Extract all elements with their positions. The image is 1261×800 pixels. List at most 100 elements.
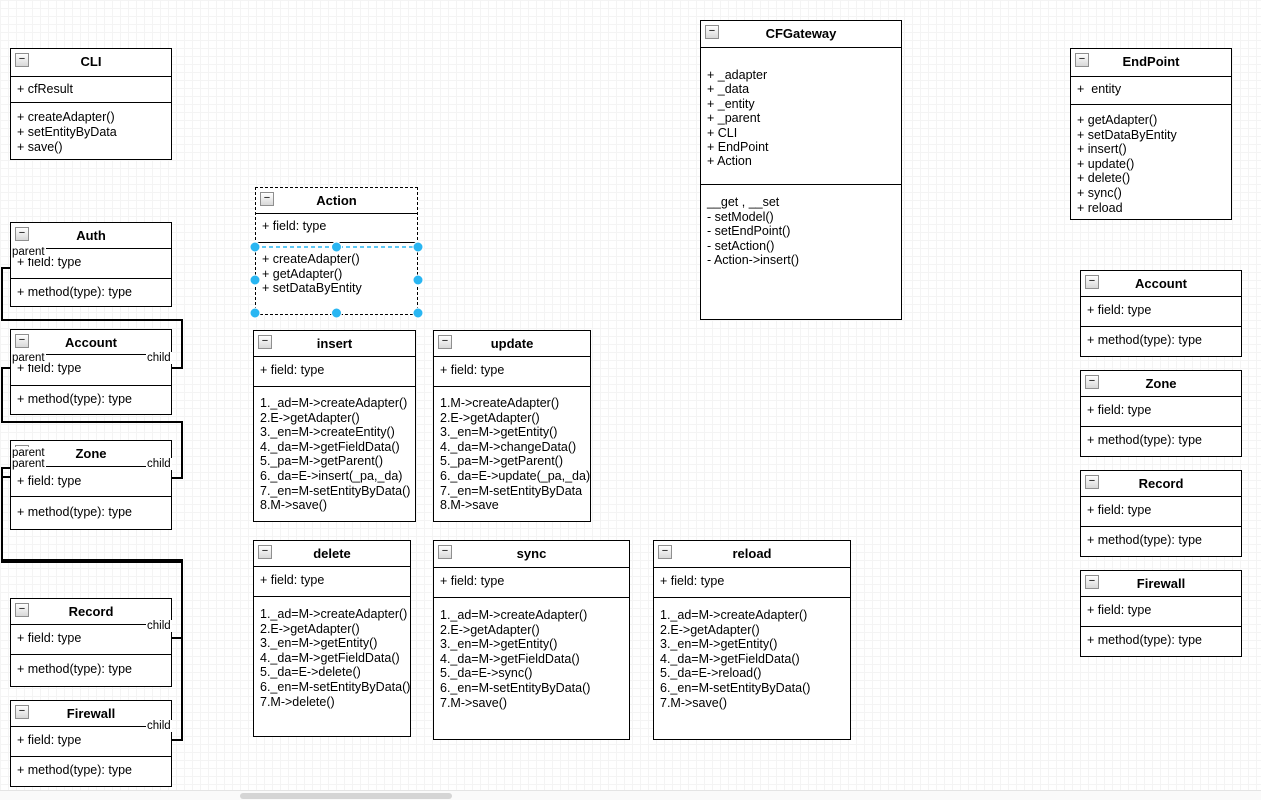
member-text: + getAdapter() (1077, 113, 1158, 127)
collapse-icon[interactable]: − (1085, 475, 1099, 489)
edge-label-parent-zone-2[interactable]: parent (11, 458, 46, 470)
member-text: + field: type (17, 474, 82, 488)
member-text: + field: type (440, 574, 505, 588)
class-methods-section: + method(type): type (1081, 626, 1241, 656)
collapse-icon[interactable]: − (260, 192, 274, 206)
collapse-icon[interactable]: − (1085, 575, 1099, 589)
member-text: + field: type (262, 219, 327, 233)
member-text: + field: type (1087, 503, 1152, 517)
class-title-bar: −delete (254, 541, 410, 566)
member-text: + _parent (707, 111, 761, 126)
member-text: 5._da=E->reload() (660, 666, 762, 681)
class-fields-section: + field: type (256, 213, 417, 242)
member-text: + method(type): type (17, 505, 132, 519)
class-action[interactable]: − Action + field: type + createAdapter()+ g… (255, 187, 418, 315)
member-text: 2.E->getAdapter() (440, 410, 540, 425)
collapse-icon[interactable]: − (438, 545, 452, 559)
member-text: - setModel() (707, 209, 774, 224)
member-text: + insert() (1077, 142, 1127, 157)
member-text: 2.E->getAdapter() (440, 622, 540, 637)
class-title: Firewall (1136, 576, 1186, 591)
member-text: + method(type): type (17, 763, 132, 777)
class-cli[interactable]: −CLI+ cfResult+ createAdapter()+ setEnti… (10, 48, 172, 160)
member-text: + method(type): type (1087, 633, 1202, 647)
collapse-icon[interactable]: − (1085, 275, 1099, 289)
class-title: Account (1135, 276, 1187, 291)
member-text: + save() (17, 140, 63, 154)
member-text: + field: type (1087, 403, 1152, 417)
class-record-left[interactable]: −Record+ field: type+ method(type): type (10, 598, 172, 687)
class-endpoint[interactable]: −EndPoint+ entity+ getAdapter()+ setData… (1070, 48, 1232, 220)
class-account-right[interactable]: −Account+ field: type+ method(type): typ… (1080, 270, 1242, 357)
horizontal-scrollbar-thumb[interactable] (240, 793, 452, 799)
class-methods-section: + method(type): type (11, 756, 171, 786)
member-text: 5._pa=M->getParent() (440, 454, 563, 469)
class-firewall-left[interactable]: −Firewall+ field: type+ method(type): ty… (10, 700, 172, 787)
class-title-bar: −reload (654, 541, 850, 567)
collapse-icon[interactable]: − (1085, 375, 1099, 389)
edge-label-parent-account[interactable]: parent (11, 352, 46, 364)
member-text: + method(type): type (17, 285, 132, 299)
member-text: + entity (1077, 82, 1122, 96)
class-title: Zone (1145, 376, 1177, 391)
edge-label-child-firewall[interactable]: child (146, 720, 172, 732)
member-text: 3._en=M->createEntity() (260, 425, 395, 440)
member-text: 6._en=M-setEntityByData() (440, 680, 591, 695)
class-title-bar: − Account (1081, 271, 1241, 296)
class-account-left[interactable]: −Account+ field: type+ method(type): typ… (10, 329, 172, 415)
class-title: Firewall (66, 706, 116, 721)
class-cfgateway[interactable]: −CFGateway+ _adapter+ _data+ _entity+ _p… (700, 20, 902, 320)
member-text: + setDataByEntity (1077, 127, 1177, 142)
class-auth[interactable]: −Auth+ field: type+ method(type): type (10, 222, 172, 307)
edge-label-parent-auth[interactable]: parent (11, 246, 46, 258)
class-fields-section: + field: type (11, 248, 171, 278)
edge-label-child-account[interactable]: child (146, 352, 172, 364)
class-methods-section: 1.M->createAdapter()2.E->getAdapter()3._… (434, 386, 590, 521)
collapse-icon[interactable]: − (705, 25, 719, 39)
member-text: + createAdapter() (262, 252, 360, 266)
class-title: sync (516, 546, 547, 561)
collapse-icon[interactable]: − (258, 545, 272, 559)
class-fields-section: + _adapter+ _data+ _entity+ _parent+ CLI… (701, 47, 901, 184)
member-text: 7._en=M-setEntityByData (440, 483, 583, 498)
collapse-icon[interactable]: − (15, 603, 29, 617)
member-text: 1._ad=M->createAdapter() (260, 396, 408, 410)
member-text: + method(type): type (17, 662, 132, 676)
class-methods-section: + getAdapter()+ setDataByEntity+ insert(… (1071, 104, 1231, 219)
collapse-icon[interactable]: − (15, 53, 29, 67)
edge-label-child-record[interactable]: child (146, 620, 172, 632)
collapse-icon[interactable]: − (658, 545, 672, 559)
class-methods-section: + method(type): type (1081, 526, 1241, 556)
edge-label-child-zone[interactable]: child (146, 458, 172, 470)
class-title: Account (65, 335, 117, 350)
member-text: 1._ad=M->createAdapter() (260, 607, 408, 621)
class-title: Action (316, 193, 357, 208)
collapse-icon[interactable]: − (258, 335, 272, 349)
member-text: 3._en=M->getEntity() (260, 636, 378, 651)
class-firewall-right[interactable]: −Firewall+ field: type+ method(type): ty… (1080, 570, 1242, 657)
member-text: 3._en=M->getEntity() (660, 637, 778, 652)
class-methods-section: + createAdapter()+ getAdapter()+ setData… (256, 242, 417, 314)
member-text: + field: type (1087, 303, 1152, 317)
collapse-icon[interactable]: − (15, 705, 29, 719)
class-zone-right[interactable]: −Zone+ field: type+ method(type): type (1080, 370, 1242, 457)
member-text: 5._da=E->delete() (260, 665, 361, 680)
class-record-right[interactable]: −Record+ field: type+ method(type): type (1080, 470, 1242, 557)
collapse-icon[interactable]: − (1075, 53, 1089, 67)
class-fields-section: + field: type (11, 466, 171, 496)
collapse-icon[interactable]: − (438, 335, 452, 349)
member-text: + delete() (1077, 171, 1131, 186)
class-fields-section: + cfResult (11, 76, 171, 102)
member-text: + update() (1077, 156, 1135, 171)
class-fields-section: + entity (1071, 76, 1231, 104)
member-text: 4._da=M->getFieldData() (260, 439, 400, 454)
horizontal-scrollbar[interactable] (0, 790, 1261, 800)
collapse-icon[interactable]: − (15, 334, 29, 348)
collapse-icon[interactable]: − (15, 227, 29, 241)
